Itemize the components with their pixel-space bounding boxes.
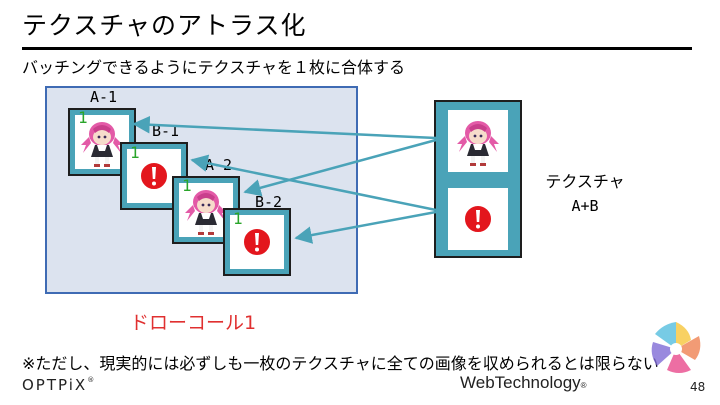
- color-swirl-logo-icon: [645, 318, 707, 380]
- texture-slot-alert: [448, 188, 508, 250]
- optpix-logo: OPTPiX®: [22, 376, 96, 394]
- sprite-id-b1: 1: [130, 143, 140, 162]
- sprite-id-a1: 1: [78, 108, 88, 127]
- page-number: 48: [690, 380, 705, 394]
- slide-subtitle: バッチングできるようにテクスチャを１枚に合体する: [22, 54, 405, 78]
- sprite-label-a1: A-1: [90, 88, 117, 106]
- webtechnology-logo: WebTechnology®: [460, 373, 587, 393]
- sprite-id-b2: 1: [233, 209, 243, 228]
- combined-texture: [434, 100, 522, 258]
- anime-girl-sprite-icon: [451, 114, 505, 168]
- exclamation-alert-icon: [463, 204, 493, 234]
- slide-title: テクスチャのアトラス化: [22, 6, 307, 42]
- exclamation-alert-icon: [139, 161, 169, 191]
- texture-label-name: テクスチャ: [530, 170, 640, 194]
- sprite-label-b1: B-1: [152, 122, 179, 140]
- exclamation-alert-icon: [242, 227, 272, 257]
- title-divider: [22, 47, 692, 50]
- texture-slot-character: [448, 110, 508, 172]
- sprite-id-a2: 1: [182, 176, 192, 195]
- texture-label-parts: A+B: [530, 194, 640, 218]
- draw-call-label: ドローコール1: [130, 308, 256, 335]
- sprite-label-a2: A-2: [205, 156, 232, 174]
- footnote: ※ただし、現実的には必ずしも一枚のテクスチャに全ての画像を収められるとは限らない: [22, 350, 659, 374]
- texture-label: テクスチャ A+B: [530, 170, 640, 218]
